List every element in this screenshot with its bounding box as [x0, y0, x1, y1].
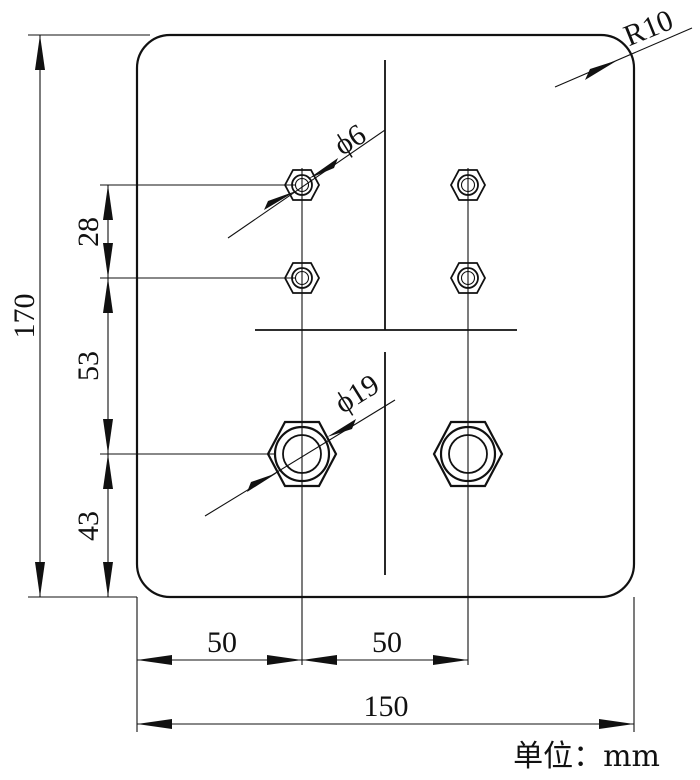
dim-label-small-hole-dia: ϕ6	[328, 118, 372, 162]
dim-left-span	[137, 655, 302, 665]
dim-label-large-hole-dia: ϕ19	[329, 368, 385, 420]
dim-large-hole-dia	[204, 399, 396, 517]
dim-corner-radius	[554, 27, 693, 88]
dim-middle-spacing	[103, 278, 113, 454]
dim-bottom-spacing	[103, 454, 113, 597]
dim-label-middle-spacing: 53	[72, 351, 105, 381]
small-nut-mid-right	[449, 262, 487, 294]
small-nut-top-right	[449, 169, 487, 201]
dim-overall-width	[137, 719, 634, 729]
dim-label-top-spacing: 28	[72, 217, 105, 247]
dim-small-hole-dia	[227, 129, 386, 239]
large-nut-right	[432, 420, 504, 488]
dim-label-overall-width: 150	[364, 690, 409, 723]
dim-label-right-span: 50	[372, 626, 402, 659]
plate-outline	[135, 33, 636, 599]
small-nut-top-left	[283, 169, 321, 201]
dim-top-spacing	[103, 185, 113, 278]
dim-overall-height	[35, 35, 45, 597]
dim-label-overall-height: 170	[8, 294, 41, 339]
large-nut-left	[266, 420, 338, 488]
dim-right-span	[302, 655, 468, 665]
dim-label-left-span: 50	[207, 626, 237, 659]
dim-label-corner-radius: R10	[619, 4, 678, 53]
unit-label: 单位：mm	[513, 739, 660, 774]
dim-label-bottom-spacing: 43	[72, 511, 105, 541]
